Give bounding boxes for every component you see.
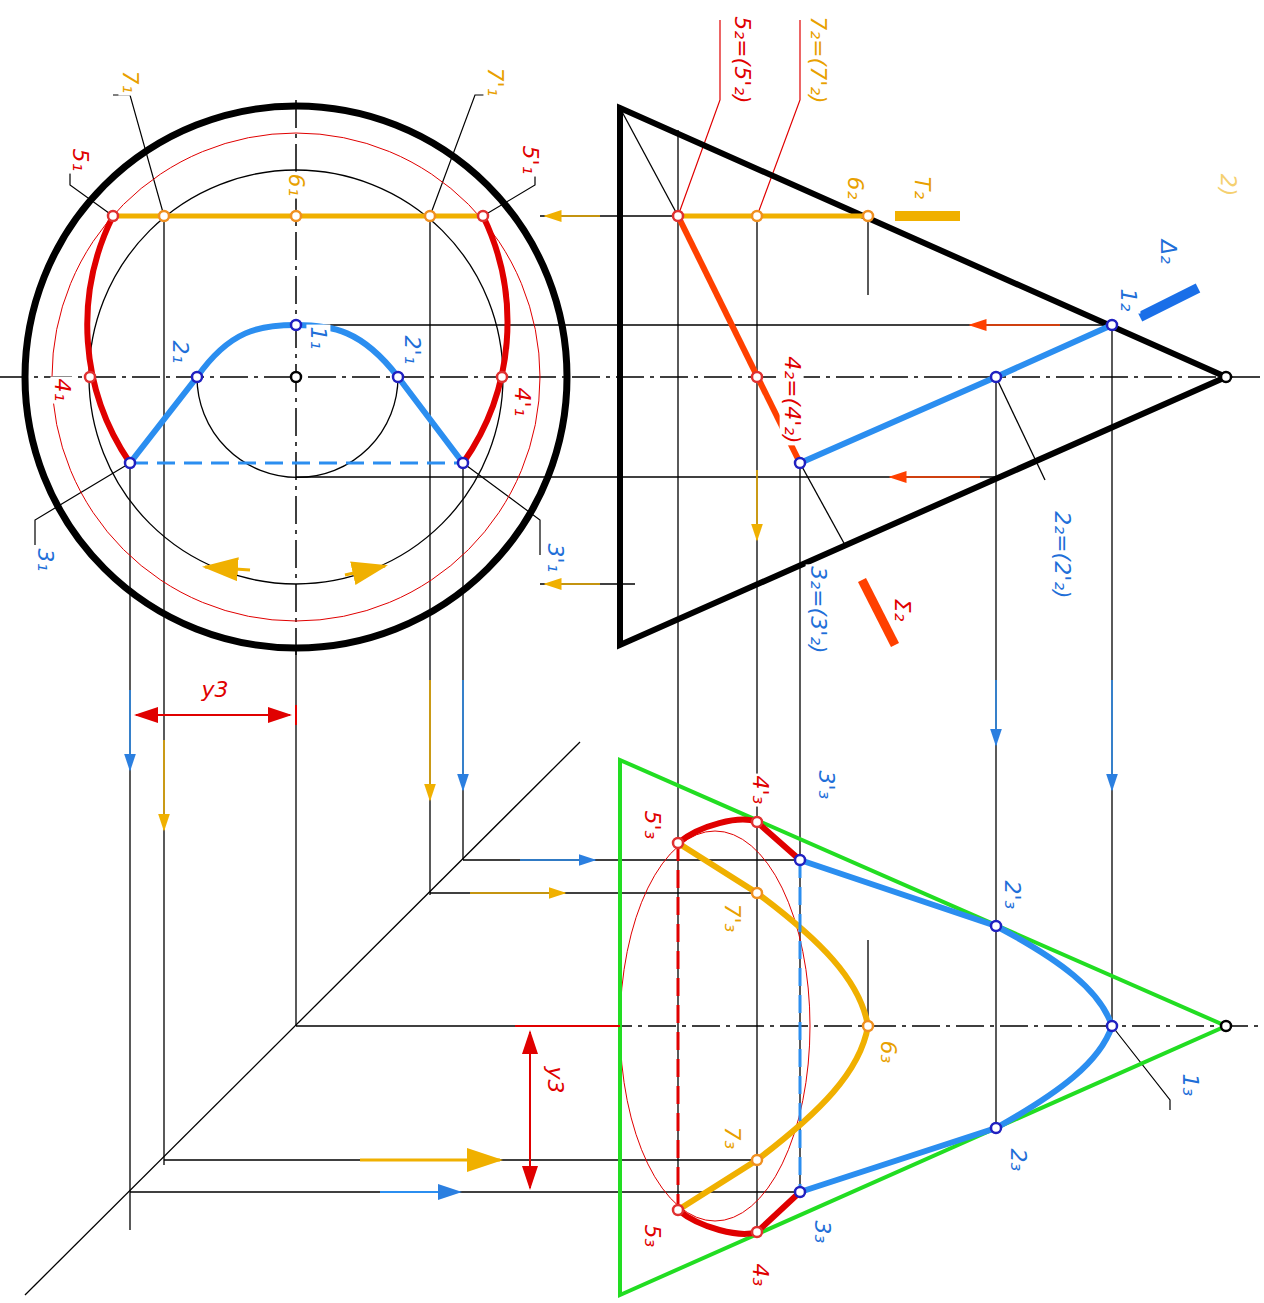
- point-label: y3: [543, 1064, 567, 1095]
- point-label: 4'₃: [748, 774, 772, 807]
- point-label: 5'₁: [518, 144, 542, 177]
- point-label: 7₁: [118, 69, 142, 96]
- point-label: 5₃: [640, 1223, 664, 1250]
- point-label: 7'₃: [720, 902, 744, 935]
- point-label: 3'₁: [543, 542, 567, 575]
- point-label: 2): [1216, 172, 1240, 199]
- point-label: 2'₁: [400, 334, 424, 367]
- point-label: y3: [199, 678, 230, 702]
- point-label: 6₂: [843, 175, 867, 202]
- point-label: 4'₁: [510, 386, 534, 419]
- point-label: 4₂=(4'₂): [780, 354, 804, 445]
- point-label: T₂: [910, 175, 934, 201]
- point-label: Δ₂: [1156, 238, 1180, 266]
- point-label: 6₃: [876, 1039, 900, 1066]
- point-label: 2'₃: [1000, 879, 1024, 912]
- point-label: 5₁: [68, 147, 92, 174]
- point-label: 1₂: [1116, 287, 1140, 314]
- point-label: 5'₃: [640, 809, 664, 842]
- point-label: 7'₁: [483, 66, 507, 99]
- point-label: 2₁: [168, 339, 192, 366]
- point-label: 7₂=(7'₂): [806, 14, 830, 105]
- point-label: 3₂=(3'₂): [806, 564, 830, 655]
- point-label: 1₃: [1178, 1072, 1202, 1099]
- point-label: 7₃: [720, 1125, 744, 1152]
- point-label: 4₃: [748, 1262, 772, 1289]
- point-label: 2₃: [1006, 1147, 1030, 1174]
- point-label: 4₁: [50, 377, 74, 404]
- point-label: 3'₃: [814, 769, 838, 802]
- point-label: 3₃: [810, 1219, 834, 1246]
- point-label: Σ₂: [890, 597, 914, 624]
- point-label: 1₁: [306, 325, 330, 352]
- point-label: 6₁: [284, 172, 308, 199]
- point-label: 5₂=(5'₂): [730, 14, 754, 105]
- point-label: 2₂=(2'₂): [1050, 509, 1074, 600]
- point-label: 3₁: [33, 547, 57, 574]
